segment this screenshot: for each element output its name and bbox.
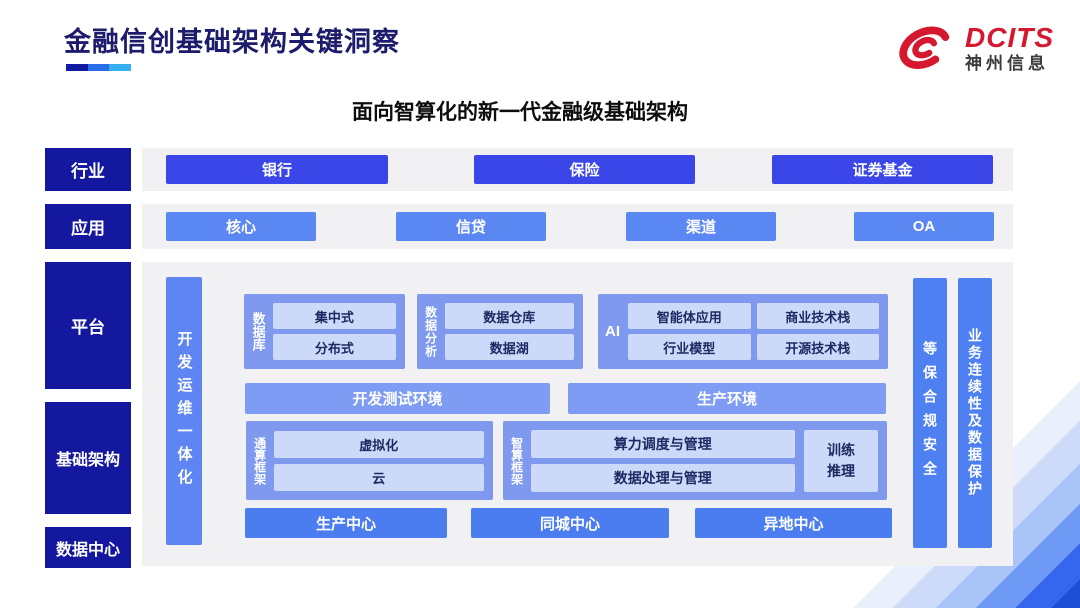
logo-company-text: 神州信息 <box>965 53 1049 73</box>
datacenter-item-production: 生产中心 <box>245 508 447 538</box>
page-title: 金融信创基础架构关键洞察 <box>64 27 400 57</box>
ai-item-commercial-stack: 商业技术栈 <box>756 303 879 329</box>
assurance-bar-security-label: 等保合规安全 <box>922 341 938 485</box>
database-item-centralized: 集中式 <box>272 303 396 329</box>
data-analysis-item-lake: 数据湖 <box>444 334 574 360</box>
dcits-logo: DCITS 神州信息 <box>894 22 1054 74</box>
assurance-bar-security-compliance: 等保合规安全 <box>913 278 947 548</box>
env-bar-dev-test: 开发测试环境 <box>245 383 550 414</box>
layer-label-infrastructure: 基础架构 <box>45 402 131 514</box>
datacenter-item-same-city: 同城中心 <box>471 508 669 538</box>
group-intelligent-compute-label: 智算框架 <box>509 436 524 485</box>
group-data-analysis-label: 数据分析 <box>423 305 438 358</box>
layer-label-application: 应用 <box>45 204 131 249</box>
devops-vertical-bar: 开发运维一体化 <box>166 277 202 545</box>
general-compute-item-virtualization: 虚拟化 <box>273 430 484 458</box>
app-item-core: 核心 <box>166 212 316 241</box>
title-underline <box>66 64 131 71</box>
ai-item-agent-app: 智能体应用 <box>628 303 751 329</box>
database-item-distributed: 分布式 <box>272 334 396 360</box>
underline-segment-dark <box>66 64 88 71</box>
general-compute-item-cloud: 云 <box>273 463 484 491</box>
group-general-compute-label: 通算框架 <box>252 436 267 485</box>
intelligent-compute-item-data-mgmt: 数据处理与管理 <box>530 463 795 492</box>
devops-bar-label: 开发运维一体化 <box>175 330 193 492</box>
data-analysis-item-warehouse: 数据仓库 <box>444 303 574 329</box>
env-bar-production: 生产环境 <box>568 383 886 414</box>
app-item-channel: 渠道 <box>626 212 776 241</box>
assurance-bar-continuity-label: 业务连续性及数据保护 <box>967 328 983 498</box>
intelligent-compute-training-inference-box: 训练推理 <box>804 429 878 492</box>
assurance-bar-business-continuity: 业务连续性及数据保护 <box>958 278 992 548</box>
group-ai: AI 智能体应用 商业技术栈 行业模型 开源技术栈 <box>598 294 888 369</box>
group-database-label: 数据库 <box>250 312 266 351</box>
group-database: 数据库 集中式 分布式 <box>244 294 405 369</box>
underline-segment-medium <box>88 64 109 71</box>
ai-item-opensource-stack: 开源技术栈 <box>756 334 879 360</box>
underline-segment-light <box>109 64 131 71</box>
industry-item-insurance: 保险 <box>474 155 695 184</box>
industry-item-securities-fund: 证券基金 <box>772 155 993 184</box>
intelligent-compute-item-scheduling: 算力调度与管理 <box>530 429 795 458</box>
logo-brand-text: DCITS <box>965 22 1054 54</box>
layer-label-industry: 行业 <box>45 148 131 191</box>
group-ai-label: AI <box>605 322 620 340</box>
training-inference-label: 训练推理 <box>827 442 855 479</box>
ai-item-industry-model: 行业模型 <box>628 334 751 360</box>
group-data-analysis: 数据分析 数据仓库 数据湖 <box>417 294 583 369</box>
industry-item-bank: 银行 <box>166 155 388 184</box>
layer-label-datacenter: 数据中心 <box>45 527 131 568</box>
datacenter-item-remote: 异地中心 <box>695 508 892 538</box>
diagram-subtitle: 面向智算化的新一代金融级基础架构 <box>352 101 688 124</box>
group-general-compute: 通算框架 虚拟化 云 <box>246 421 493 500</box>
app-item-credit: 信贷 <box>396 212 546 241</box>
app-item-oa: OA <box>854 212 994 241</box>
dcits-swirl-icon <box>899 26 950 70</box>
layer-label-platform: 平台 <box>45 262 131 389</box>
group-intelligent-compute: 智算框架 算力调度与管理 数据处理与管理 训练推理 <box>503 421 887 500</box>
